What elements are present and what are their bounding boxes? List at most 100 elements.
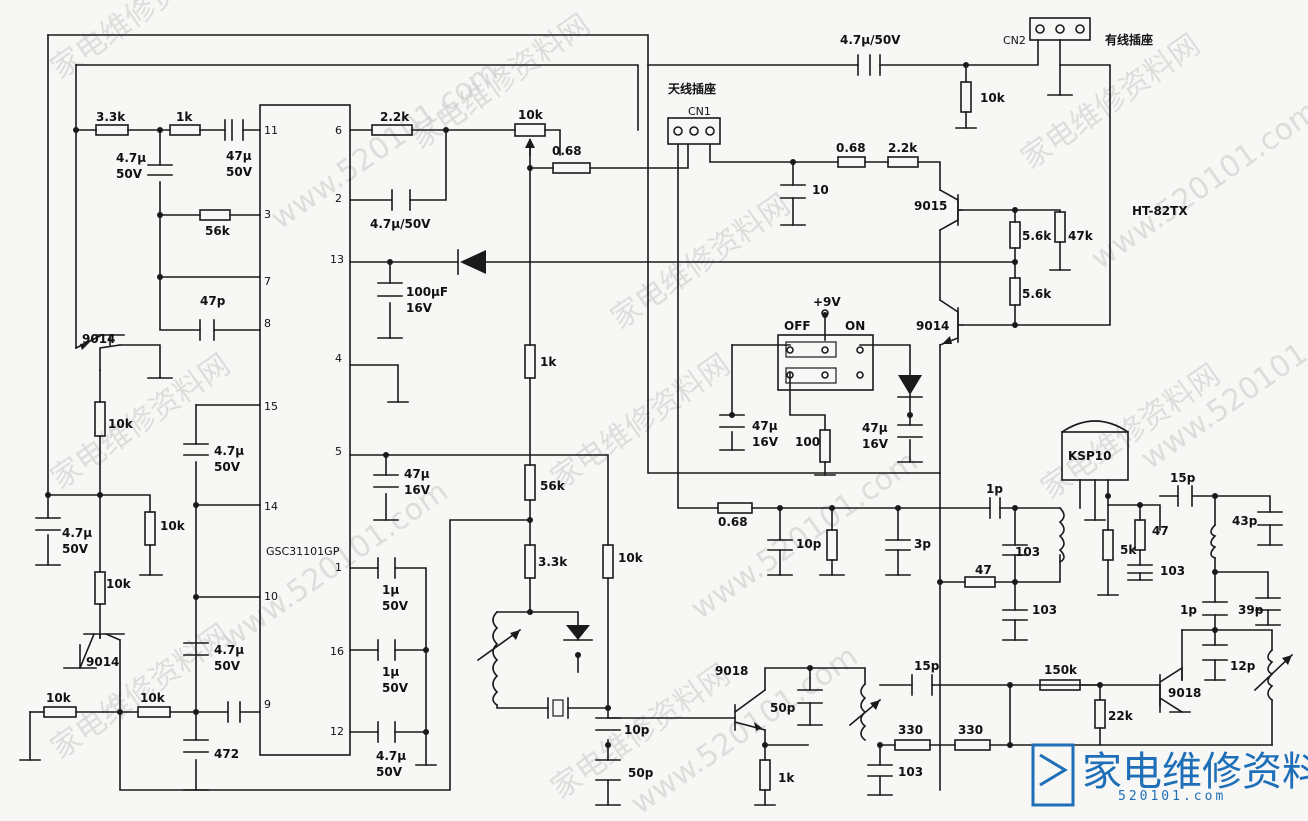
pin-label: 9 (264, 698, 271, 711)
brand-name: 家电维修资料网 (1082, 749, 1308, 795)
value-label: 330 (898, 723, 923, 737)
capacitor (780, 184, 806, 199)
resistor (894, 739, 931, 751)
ksp10-module: KSP10 (1060, 420, 1130, 481)
pin-label: 7 (264, 275, 271, 288)
value-label: 1μ (382, 665, 399, 679)
watermark-text: 家电维修资料网 (405, 7, 597, 156)
value-label: 47p (200, 294, 226, 308)
potentiometer (514, 123, 546, 137)
value-label: 47 (1152, 524, 1169, 538)
value-label: 39p (1238, 603, 1264, 617)
value-label: 4.7μ (116, 151, 146, 165)
value-label: 47μ (404, 467, 430, 481)
crystal (547, 697, 569, 719)
value-label: 50p (770, 701, 796, 715)
value-label: 16V (404, 483, 431, 497)
value-label: 10k (160, 519, 186, 533)
value-label: 4.7μ (214, 444, 244, 458)
value-label: 15p (914, 659, 940, 673)
transistor-9018-right: 9018 (1158, 666, 1201, 714)
value-label: 50p (628, 766, 654, 780)
transistor-label: 9014 (86, 655, 119, 669)
transistor-label: 9015 (914, 199, 947, 213)
value-label: 50V (214, 659, 241, 673)
capacitor (867, 764, 893, 777)
value-label: 1k (176, 110, 193, 124)
watermark-url: www.520101.com (1085, 94, 1308, 277)
cn2-id: CN2 (1003, 34, 1026, 47)
watermark-url: www.520101.com (265, 54, 505, 237)
inductor (1210, 523, 1217, 560)
capacitor (719, 414, 745, 428)
capacitor (147, 164, 173, 176)
value-label: 3.3k (538, 555, 568, 569)
value-label: 103 (898, 765, 923, 779)
value-label: 12p (1230, 659, 1256, 673)
ground-symbols (19, 94, 1283, 806)
value-label: 10k (106, 577, 132, 591)
crystal-body (552, 699, 564, 717)
transistor-9015: 9015 (914, 188, 963, 232)
capacitor (1002, 544, 1028, 556)
inductor (492, 610, 499, 707)
transistor-label: 9014 (82, 332, 115, 346)
capacitor (1255, 597, 1281, 611)
value-label: 5.6k (1022, 287, 1052, 301)
capacitor (391, 189, 411, 211)
inductor (1058, 506, 1065, 564)
value-label: 5.6k (1022, 229, 1052, 243)
power-switch: +9V OFF ON (777, 295, 874, 391)
capacitor (911, 674, 933, 696)
value-label: 4.7μ (214, 643, 244, 657)
value-label: 47 (975, 563, 992, 577)
value-label: 0.68 (836, 141, 866, 155)
value-label: 50V (214, 460, 241, 474)
pin-label: 13 (330, 253, 344, 266)
value-label: 50V (116, 167, 143, 181)
value-label: 50V (62, 542, 89, 556)
resistor (524, 464, 536, 501)
value-label: 16V (406, 301, 433, 315)
connector-cn2: CN2 有线插座 (1003, 17, 1153, 47)
brand-logo: 家电维修资料网 520101.com (1031, 743, 1308, 807)
capacitor (857, 54, 881, 76)
capacitor (377, 639, 396, 661)
resistor (94, 571, 106, 605)
value-label: 47k (1068, 229, 1094, 243)
pin-label: 15 (264, 400, 278, 413)
value-label: 103 (1160, 564, 1185, 578)
resistor (1134, 519, 1146, 551)
resistor (826, 529, 838, 561)
resistor (1009, 277, 1021, 306)
capacitor (767, 539, 793, 551)
value-label: 5k (1120, 543, 1137, 557)
value-label: 15p (1170, 471, 1196, 485)
resistor (95, 124, 129, 136)
ic-pins-right: 6 2 13 4 5 1 16 12 (330, 124, 344, 738)
transistor-label: 9014 (916, 319, 949, 333)
resistor (837, 156, 866, 168)
diodes (457, 249, 923, 641)
cn1-id: CN1 (688, 105, 711, 118)
pin-label: 8 (264, 317, 271, 330)
pin-label: 10 (264, 590, 278, 603)
component-labels: 3.3k 1k 47μ 50V 4.7μ 50V 56k 47p 2.2k 4.… (46, 33, 1264, 785)
resistor (524, 344, 536, 379)
value-label: 150k (1044, 663, 1078, 677)
cn1-label: 天线插座 (668, 81, 716, 96)
watermark-text: 家电维修资料网 (45, 347, 237, 496)
capacitor (1002, 609, 1028, 621)
value-label: 47μ (752, 419, 778, 433)
resistor (371, 124, 413, 136)
switch-on-label: ON (845, 319, 865, 333)
capacitor (797, 689, 823, 704)
value-label: 10p (796, 537, 822, 551)
value-label: 56k (540, 479, 566, 493)
ic-name: GSC31101GP (266, 545, 340, 558)
value-label: 22k (1108, 709, 1134, 723)
value-label: 16V (862, 437, 889, 451)
resistor (1102, 529, 1114, 561)
capacitor (224, 119, 233, 141)
resistor (169, 124, 201, 136)
